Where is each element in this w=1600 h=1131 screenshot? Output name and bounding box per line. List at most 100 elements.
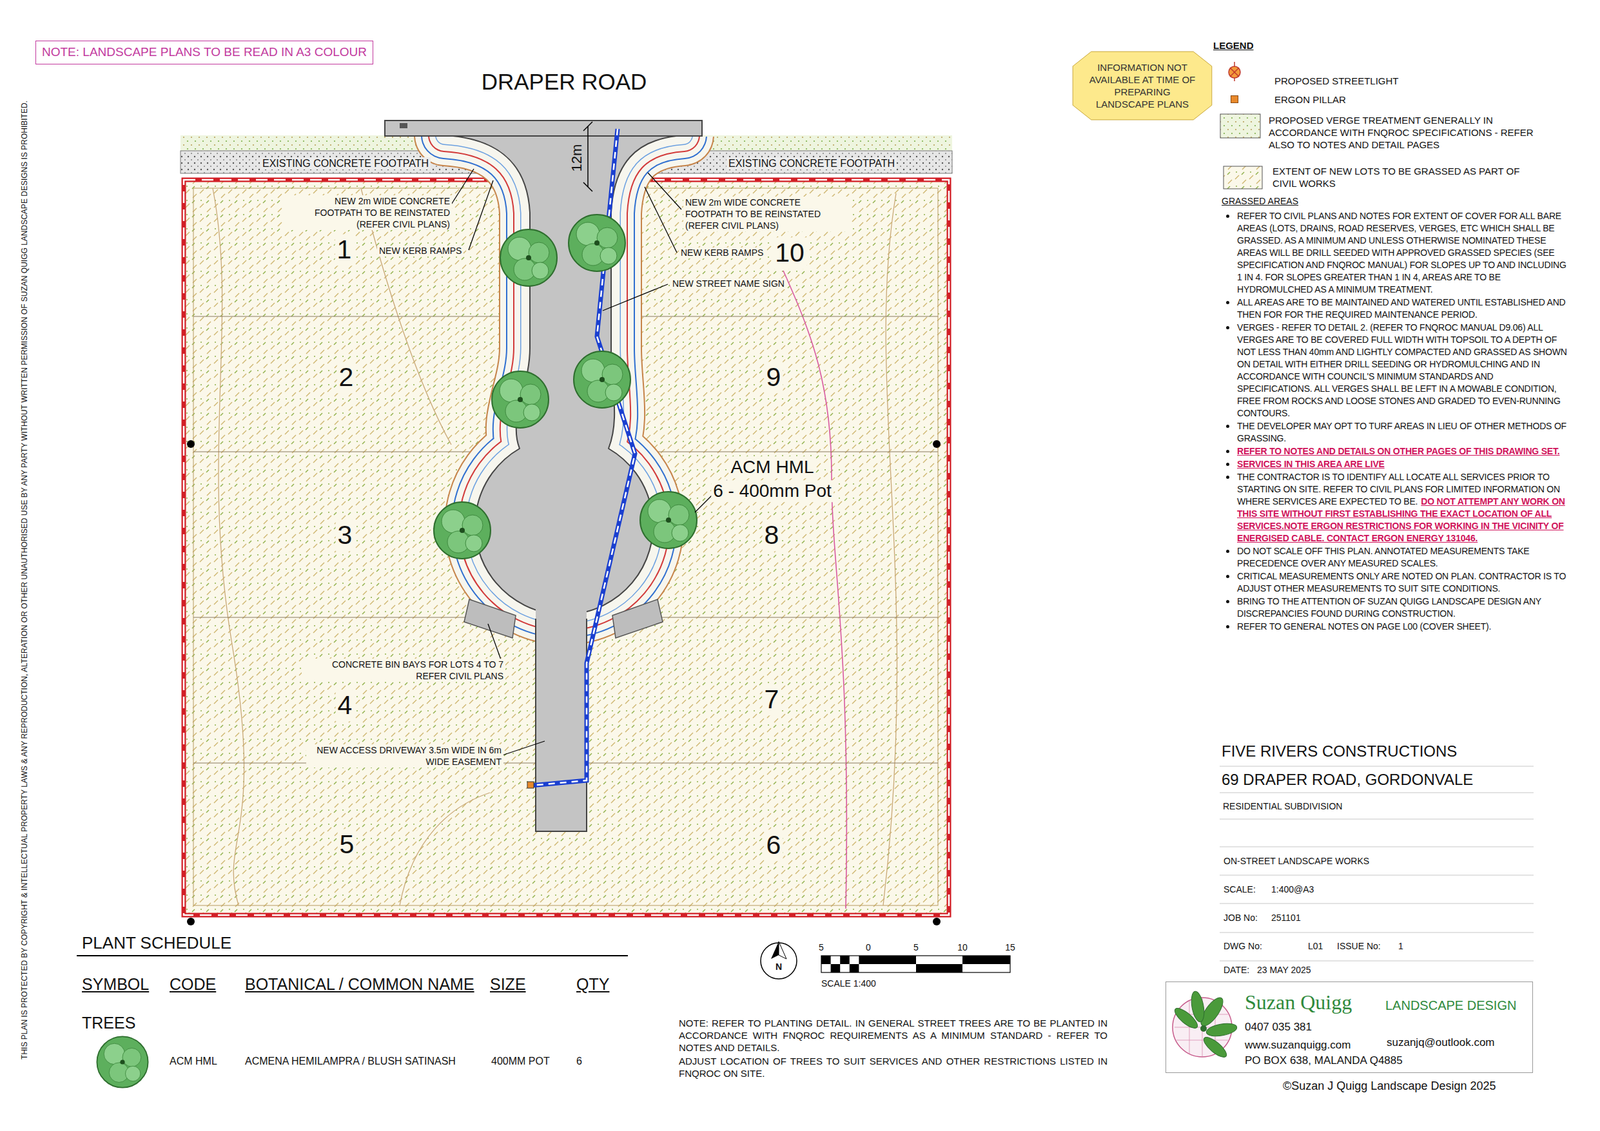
table-cell: 400MM POT: [491, 1055, 550, 1068]
note-bullet: REFER TO GENERAL NOTES ON PAGE L00 (COVE…: [1221, 620, 1570, 634]
warning-note: SERVICES IN THIS AREA ARE LIVE: [1237, 458, 1385, 470]
field-value: 251101: [1271, 912, 1301, 924]
note-text: REFER TO CIVIL PLANS AND NOTES FOR EXTEN…: [1237, 210, 1567, 295]
field-label: DATE:: [1223, 965, 1250, 976]
planting-note: ADJUST LOCATION OF TREES TO SUIT SERVICE…: [678, 1055, 1108, 1080]
scale-number: 15: [1004, 942, 1016, 954]
company-text: PO BOX 638, MALANDA Q4885: [1244, 1054, 1403, 1068]
note-text: DO NOT SCALE OFF THIS PLAN. ANNOTATED ME…: [1237, 546, 1530, 569]
north-letter: N: [775, 961, 782, 973]
lot-number: 9: [764, 361, 784, 394]
info-octagon: INFORMATION NOT AVAILABLE AT TIME OF PRE…: [1071, 50, 1214, 121]
table-cell: ACMENA HEMILAMPRA / BLUSH SATINASH: [244, 1055, 456, 1068]
client-name: FIVE RIVERS CONSTRUCTIONS: [1221, 742, 1457, 762]
note-bullet: DO NOT SCALE OFF THIS PLAN. ANNOTATED ME…: [1221, 545, 1570, 570]
table-header: QTY: [576, 974, 610, 995]
note-box: NOTE: LANDSCAPE PLANS TO BE READ IN A3 C…: [35, 40, 374, 65]
note-bullet: REFER TO CIVIL PLANS AND NOTES FOR EXTEN…: [1221, 210, 1570, 296]
company-text: www.suzanquigg.com: [1244, 1039, 1351, 1053]
field-label: SCALE:: [1223, 884, 1256, 896]
callout: NEW KERB RAMPS: [377, 245, 464, 257]
table-group: TREES: [81, 1013, 136, 1033]
footpath-label: EXISTING CONCRETE FOOTPATH: [726, 157, 897, 170]
lot-number: 3: [335, 519, 355, 552]
field-value: 1:400@A3: [1271, 884, 1314, 896]
scale-number: 0: [865, 942, 871, 954]
note-text: VERGES - REFER TO DETAIL 2. (REFER TO FN…: [1237, 322, 1568, 419]
note-bullet: REFER TO NOTES AND DETAILS ON OTHER PAGE…: [1221, 445, 1570, 458]
lot-number: 8: [762, 519, 782, 552]
warning-note: REFER TO NOTES AND DETAILS ON OTHER PAGE…: [1237, 446, 1560, 457]
copyright-line: ©Suzan J Quigg Landscape Design 2025: [1282, 1079, 1497, 1094]
logo-box: Suzan Quigg LANDSCAPE DESIGN 0407 035 381 w…: [1165, 981, 1533, 1074]
field-label: ISSUE No:: [1336, 941, 1381, 953]
lot-number: 4: [335, 689, 355, 722]
table-header: BOTANICAL / COMMON NAME: [244, 974, 475, 995]
lot-number: 1: [335, 234, 354, 266]
planting-note: NOTE: REFER TO PLANTING DETAIL. IN GENER…: [678, 1017, 1108, 1054]
company-text: suzanjq@outlook.com: [1386, 1036, 1495, 1050]
company-text: 0407 035 381: [1244, 1021, 1312, 1035]
box-text: NOTE: LANDSCAPE PLANS TO BE READ IN A3 C…: [41, 45, 367, 60]
legend-heading: LEGEND: [1213, 39, 1254, 52]
legend-text: PROPOSED STREETLIGHT: [1274, 74, 1399, 88]
notes-list: REFER TO CIVIL PLANS AND NOTES FOR EXTEN…: [1221, 210, 1570, 634]
table-cell: 6: [576, 1055, 583, 1068]
callout: NEW KERB RAMPS: [678, 247, 766, 259]
note-bullet: ALL AREAS ARE TO BE MAINTAINED AND WATER…: [1221, 296, 1570, 322]
table-header: SYMBOL: [81, 974, 149, 995]
site-address: 69 DRAPER ROAD, GORDONVALE: [1221, 770, 1474, 790]
note-text: CRITICAL MEASUREMENTS ONLY ARE NOTED ON …: [1237, 571, 1566, 594]
scale-number: 10: [957, 942, 968, 954]
field-value: 23 MAY 2025: [1257, 965, 1312, 976]
lot-number: 6: [764, 829, 784, 862]
footpath-label: EXISTING CONCRETE FOOTPATH: [260, 157, 431, 170]
field-label: DWG No:: [1223, 941, 1263, 953]
scale-number: 5: [818, 942, 824, 954]
note-bullet: SERVICES IN THIS AREA ARE LIVE: [1221, 458, 1570, 471]
callout: NEW ACCESS DRIVEWAY 3.5m WIDE IN 6m WIDE…: [306, 744, 504, 768]
field-label: JOB No:: [1223, 912, 1258, 924]
lot-number: 5: [337, 829, 357, 861]
schedule-title: PLANT SCHEDULE: [81, 933, 232, 954]
note-bullet: THE DEVELOPER MAY OPT TO TURF AREAS IN L…: [1221, 420, 1570, 445]
note-text: REFER TO GENERAL NOTES ON PAGE L00 (COVE…: [1237, 621, 1492, 632]
legend-text: EXTENT OF NEW LOTS TO BE GRASSED AS PART…: [1272, 165, 1531, 190]
lot-number: 2: [337, 361, 356, 394]
callout: NEW STREET NAME SIGN: [670, 278, 787, 290]
table-cell: ACM HML: [169, 1055, 218, 1068]
project-type: RESIDENTIAL SUBDIVISION: [1222, 801, 1343, 813]
scale-number: 5: [913, 942, 919, 954]
table-header: CODE: [169, 974, 216, 995]
callout: NEW 2m WIDE CONCRETE FOOTPATH TO BE REIN…: [283, 195, 452, 231]
note-bullet: BRING TO THE ATTENTION OF SUZAN QUIGG LA…: [1221, 595, 1570, 621]
note-bullet: CRITICAL MEASUREMENTS ONLY ARE NOTED ON …: [1221, 570, 1570, 596]
road-name: DRAPER ROAD: [481, 68, 648, 96]
scale-label: SCALE 1:400: [821, 978, 877, 990]
legend-text: ERGON PILLAR: [1274, 93, 1347, 106]
field-value: 1: [1398, 941, 1404, 953]
company-text: Suzan Quigg: [1244, 990, 1352, 1015]
note-text: ALL AREAS ARE TO BE MAINTAINED AND WATER…: [1237, 297, 1566, 320]
plant-quantity: 6 - 400mm Pot: [711, 480, 834, 503]
company-text: LANDSCAPE DESIGN: [1385, 997, 1517, 1014]
lot-number: 10: [772, 237, 807, 269]
plant-code: ACM HML: [728, 456, 816, 479]
callout: CONCRETE BIN BAYS FOR LOTS 4 TO 7 REFER …: [301, 658, 506, 683]
note-text: THE DEVELOPER MAY OPT TO TURF AREAS IN L…: [1237, 420, 1567, 444]
legend-text: PROPOSED VERGE TREATMENT GENERALLY IN AC…: [1268, 114, 1540, 151]
lot-number: 7: [762, 683, 782, 716]
field-value: L01: [1307, 941, 1323, 953]
octagon-outline: [1071, 50, 1214, 121]
note-bullet: VERGES - REFER TO DETAIL 2. (REFER TO FN…: [1221, 321, 1570, 420]
note-bullet: THE CONTRACTOR IS TO IDENTIFY ALL LOCATE…: [1221, 471, 1570, 545]
legend-swatch: [1230, 95, 1239, 104]
table-header: SIZE: [489, 974, 527, 995]
drawing-title: ON-STREET LANDSCAPE WORKS: [1223, 856, 1370, 868]
note-text: BRING TO THE ATTENTION OF SUZAN QUIGG LA…: [1237, 596, 1542, 619]
dimension: 12m: [568, 144, 586, 173]
callout: NEW 2m WIDE CONCRETE FOOTPATH TO BE REIN…: [683, 196, 852, 232]
copyright-notice: THIS PLAN IS PROTECTED BY COPYRIGHT & IN…: [19, 100, 30, 1060]
box-text: INFORMATION NOT AVAILABLE AT TIME OF PRE…: [1086, 61, 1198, 111]
